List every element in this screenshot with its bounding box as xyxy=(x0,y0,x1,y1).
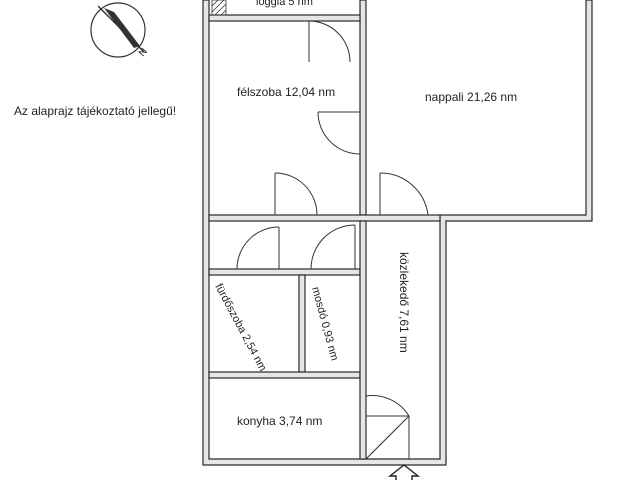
doors xyxy=(236,20,429,460)
loggia-hatch xyxy=(211,0,227,16)
wall-bath-mosdo xyxy=(298,274,306,373)
wall-above-bath xyxy=(208,268,361,276)
room-label-furdoszoba: fürdőszoba 2,54 nm xyxy=(212,282,268,373)
wall-horizontal-mid xyxy=(208,214,441,222)
door-arc xyxy=(236,226,280,270)
wall-corridor xyxy=(359,220,367,460)
wall-loggia xyxy=(208,14,361,22)
room-label-loggia: loggia 5 nm xyxy=(256,0,313,8)
disclaimer-note: Az alaprajz tájékoztató jellegű! xyxy=(14,104,177,118)
door-arc xyxy=(274,172,318,216)
compass-arrow xyxy=(104,8,140,48)
room-label-konyha: konyha 3,74 nm xyxy=(237,414,322,428)
room-label-kozlekedo: közlekedő 7,61 nm xyxy=(397,252,411,353)
outer-wall xyxy=(202,0,593,466)
room-label-nappali: nappali 21,26 nm xyxy=(425,90,517,104)
room-label-felszoba: félszoba 12,04 nm xyxy=(237,85,335,99)
wall-between-felszoba-nappali xyxy=(359,0,367,216)
entrance-arrow xyxy=(387,464,421,480)
wall-below-bath xyxy=(208,371,361,379)
entrance-arrow-shape xyxy=(387,464,421,480)
compass-circle xyxy=(90,2,146,58)
walls xyxy=(202,0,593,466)
compass-letter: N xyxy=(137,46,150,59)
door-arc xyxy=(310,224,356,270)
compass: N xyxy=(90,2,150,59)
door-arc xyxy=(365,395,410,417)
door-arc xyxy=(317,111,361,155)
door-leaf xyxy=(365,415,410,460)
door-arc xyxy=(308,20,351,63)
room-label-mosdo: mosdó 0,93 nm xyxy=(309,286,340,362)
door-arc xyxy=(379,172,429,216)
